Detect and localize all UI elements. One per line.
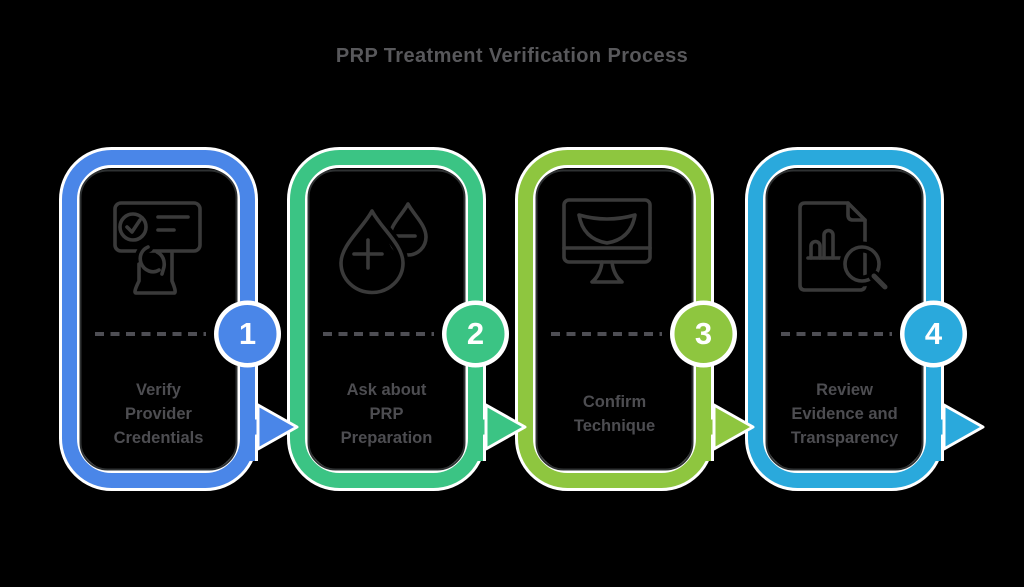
step-2-label-line: PRP	[369, 405, 404, 423]
arrow-step-1-to-2	[256, 403, 299, 451]
step-1-badge	[214, 300, 281, 368]
certificate-check-icon	[113, 201, 202, 295]
step-2-badge	[442, 300, 509, 368]
step-3-badge	[670, 300, 737, 368]
step-4-label: Review Evidence and Transparency	[758, 372, 931, 456]
step-3-number: 3	[694, 316, 713, 351]
step-2-label-line: Preparation	[340, 429, 433, 447]
step-1-label: Verify Provider Credentials	[72, 372, 245, 456]
document-magnifier-icon	[798, 201, 891, 293]
step-4-label-line: Review	[816, 381, 873, 399]
flow-arrows	[256, 403, 985, 451]
step-4-number: 4	[924, 316, 943, 351]
step-4-label-line: Transparency	[790, 429, 899, 447]
arrow-step-4-out	[942, 403, 985, 451]
step-2-label: Ask about PRP Preparation	[300, 372, 473, 456]
step-3-label: Confirm Technique	[528, 372, 701, 456]
page-title: PRP Treatment Verification Process	[335, 45, 689, 67]
arrow-step-2-to-3	[484, 403, 527, 451]
step-2-number: 2	[466, 316, 485, 351]
step-1-label-line: Provider	[125, 405, 192, 423]
step-2-label-line: Ask about	[346, 381, 427, 399]
step-1-label-line: Credentials	[113, 429, 204, 447]
step-1-label-line: Verify	[136, 381, 181, 399]
step-4-label-line: Evidence and	[791, 405, 898, 423]
arrow-step-3-to-4	[712, 403, 755, 451]
step-3-label-line: Confirm	[582, 393, 647, 411]
step-4-badge	[900, 300, 967, 368]
step-3-label-line: Technique	[573, 417, 656, 435]
plasma-drops-plus-minus-icon	[335, 202, 428, 298]
step-1-number: 1	[238, 316, 257, 351]
ultrasound-monitor-icon	[562, 198, 652, 284]
step-badges	[214, 300, 967, 368]
